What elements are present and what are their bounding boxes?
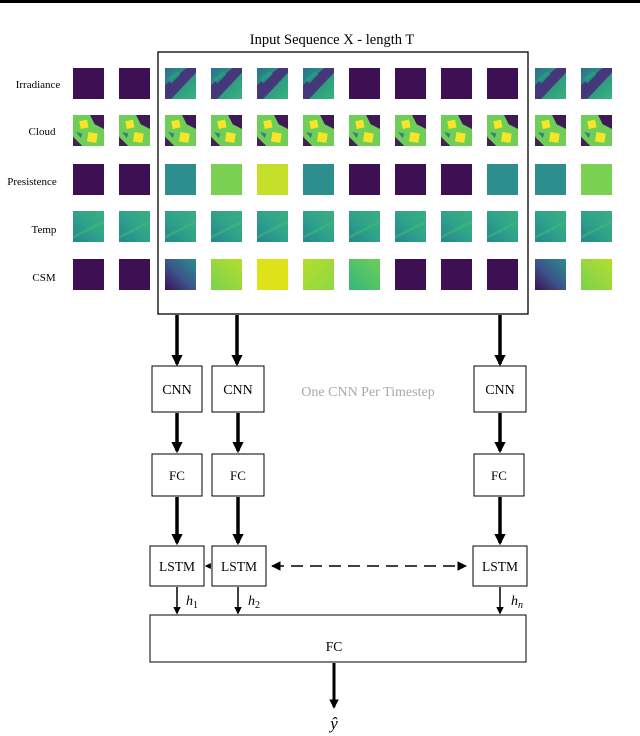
irradiance-tile <box>211 68 242 99</box>
temp-tile <box>487 211 518 242</box>
row-label-cloud: Cloud <box>29 126 56 138</box>
presistence-tile <box>119 164 150 195</box>
lstm-box-1 <box>149 545 205 587</box>
presistence-tile <box>395 164 426 195</box>
cnn-label-1: CNN <box>162 383 192 398</box>
input-sequence-title: Input Sequence X - length T <box>250 32 415 48</box>
presistence-tile <box>441 164 472 195</box>
irradiance-tile <box>165 68 196 99</box>
cloud-tile <box>165 115 196 146</box>
irradiance-tile <box>441 68 472 99</box>
cloud-tile <box>535 115 566 146</box>
final-fc-box <box>149 614 527 663</box>
csm-tile <box>395 259 426 290</box>
lstm-label-n: LSTM <box>482 559 518 574</box>
presistence-tile <box>73 164 104 195</box>
csm-tile <box>581 259 612 290</box>
lstm-label-2: LSTM <box>221 559 257 574</box>
csm-tile <box>349 259 380 290</box>
fc-box-2 <box>211 453 265 497</box>
temp-tile <box>581 211 612 242</box>
csm-tile <box>257 259 288 290</box>
temp-tile <box>349 211 380 242</box>
fc-label-n: FC <box>491 468 507 483</box>
hn-label: hn <box>511 594 523 611</box>
fc-box-n <box>473 453 525 497</box>
presistence-tile <box>349 164 380 195</box>
row-label-temp: Temp <box>32 224 57 236</box>
temp-tile <box>441 211 472 242</box>
cloud-tile <box>487 115 518 146</box>
csm-tile <box>487 259 518 290</box>
input-tile-grid <box>73 68 612 290</box>
cnn-label-2: CNN <box>223 383 253 398</box>
cloud-tile <box>395 115 426 146</box>
cloud-tile <box>257 115 288 146</box>
cloud-tile <box>119 115 150 146</box>
csm-tile <box>119 259 150 290</box>
irradiance-tile <box>487 68 518 99</box>
csm-tile <box>441 259 472 290</box>
row-label-irradiance: Irradiance <box>16 79 61 91</box>
presistence-tile <box>165 164 196 195</box>
presistence-tile <box>581 164 612 195</box>
lstm-box-n <box>472 545 528 587</box>
irradiance-tile <box>349 68 380 99</box>
one-cnn-per-timestep-note: One CNN Per Timestep <box>301 385 434 400</box>
cloud-tile <box>581 115 612 146</box>
csm-tile <box>303 259 334 290</box>
cloud-tile <box>73 115 104 146</box>
lstm-box-2 <box>211 545 267 587</box>
cnn-label-n: CNN <box>485 383 515 398</box>
top-rule <box>0 0 640 3</box>
presistence-tile <box>535 164 566 195</box>
input-sequence-box <box>157 51 529 315</box>
csm-tile <box>73 259 104 290</box>
irradiance-tile <box>119 68 150 99</box>
temp-tile <box>211 211 242 242</box>
fc-box-1 <box>151 453 203 497</box>
cnn-box-2 <box>211 365 265 413</box>
irradiance-tile <box>581 68 612 99</box>
presistence-tile <box>257 164 288 195</box>
temp-tile <box>395 211 426 242</box>
final-fc-label: FC <box>326 639 343 654</box>
row-label-csm: CSM <box>32 272 55 284</box>
cnn-box-n <box>473 365 527 413</box>
cloud-tile <box>349 115 380 146</box>
presistence-tile <box>487 164 518 195</box>
csm-tile <box>165 259 196 290</box>
row-label-presistence: Presistence <box>7 176 57 188</box>
cnn-box-1 <box>151 365 203 413</box>
csm-tile <box>535 259 566 290</box>
output-label: ŷ <box>328 714 338 733</box>
temp-tile <box>257 211 288 242</box>
irradiance-tile <box>303 68 334 99</box>
csm-tile <box>211 259 242 290</box>
temp-tile <box>119 211 150 242</box>
lstm-label-1: LSTM <box>159 559 195 574</box>
irradiance-tile <box>73 68 104 99</box>
fc-label-2: FC <box>230 468 246 483</box>
irradiance-tile <box>395 68 426 99</box>
temp-tile <box>165 211 196 242</box>
temp-tile <box>535 211 566 242</box>
h1-label: h1 <box>186 594 198 611</box>
temp-tile <box>303 211 334 242</box>
fc-label-1: FC <box>169 468 185 483</box>
cloud-tile <box>211 115 242 146</box>
presistence-tile <box>211 164 242 195</box>
temp-tile <box>73 211 104 242</box>
cloud-tile <box>441 115 472 146</box>
presistence-tile <box>303 164 334 195</box>
irradiance-tile <box>257 68 288 99</box>
cloud-tile <box>303 115 334 146</box>
irradiance-tile <box>535 68 566 99</box>
row-labels: Irradiance Cloud Presistence Temp CSM <box>7 79 60 284</box>
h2-label: h2 <box>248 594 260 611</box>
